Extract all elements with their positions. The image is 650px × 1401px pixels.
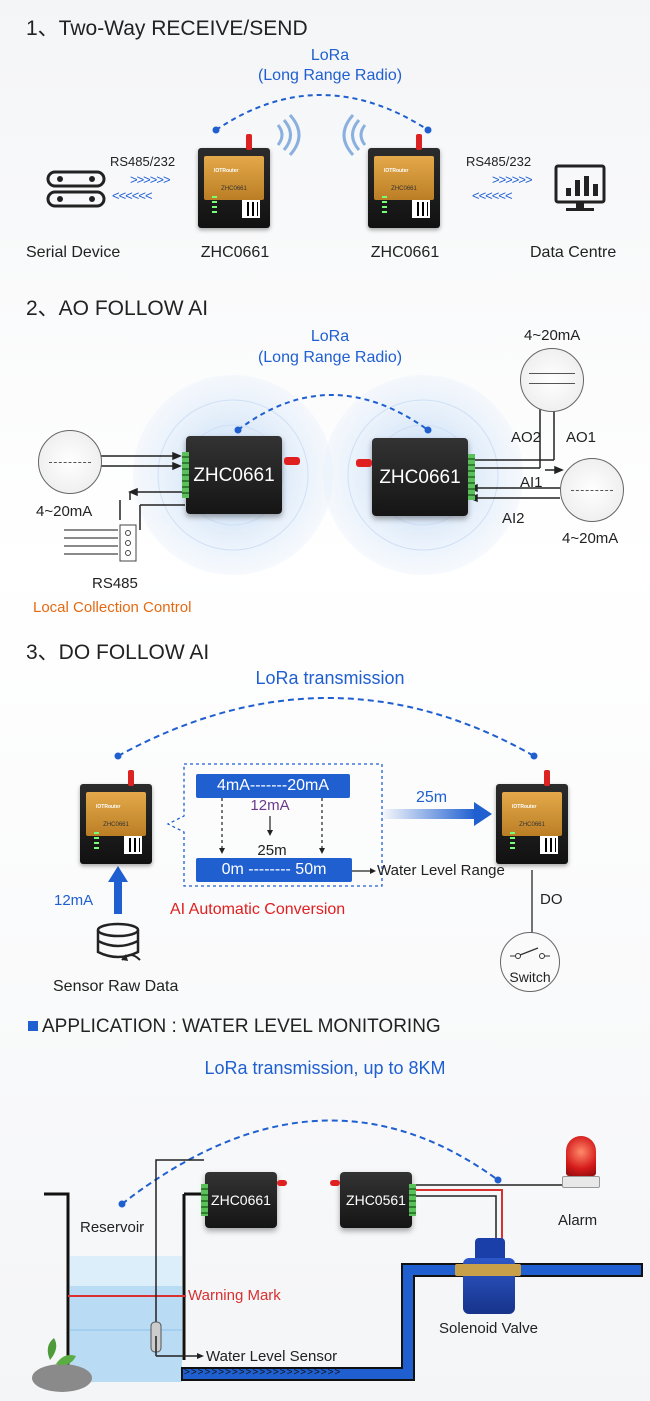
rs485-label: RS485 bbox=[92, 575, 138, 592]
section1-right-protocol: RS485/232 bbox=[466, 154, 532, 169]
terminal-left bbox=[182, 452, 189, 498]
zhc0661-box-app: ZHC0661 bbox=[205, 1172, 277, 1228]
do-label: DO bbox=[540, 891, 563, 908]
terminal-app-right bbox=[409, 1184, 416, 1216]
lora-arc-3 bbox=[117, 697, 535, 757]
section1-left-protocol: RS485/232 bbox=[110, 154, 176, 169]
device-right-label-2: ZHC0661 bbox=[379, 467, 461, 488]
ai2-label: AI2 bbox=[502, 510, 525, 527]
data-centre-icon bbox=[554, 164, 606, 211]
conversion-label: AI Automatic Conversion bbox=[170, 901, 346, 918]
rs485-connector-icon bbox=[119, 524, 137, 562]
application-title: APPLICATION : WATER LEVEL MONITORING bbox=[42, 1016, 441, 1037]
arrows-right-left: >>>>>> bbox=[130, 172, 171, 187]
section1-lora-line2: (Long Range Radio) bbox=[257, 67, 403, 84]
section1-graphics bbox=[46, 94, 606, 211]
arrows-left-left: <<<<<< bbox=[112, 188, 153, 203]
conversion-box bbox=[166, 763, 383, 887]
ai1-label: AI1 bbox=[520, 474, 543, 491]
rock-icon bbox=[32, 1364, 92, 1392]
range-bottom-box: 0m -------- 50m bbox=[196, 858, 352, 882]
arrows-left-right: <<<<<< bbox=[472, 188, 513, 203]
ao2-label: AO2 bbox=[511, 429, 542, 446]
device-left-label-1: ZHC0661 bbox=[200, 244, 270, 261]
local-control-label: Local Collection Control bbox=[33, 599, 192, 616]
serial-device-icon bbox=[46, 170, 106, 208]
transfer-arrow bbox=[380, 809, 476, 819]
device-right-label-1: ZHC0661 bbox=[370, 244, 440, 261]
lora-arc-1 bbox=[215, 94, 429, 131]
zhc0661-box-left: ZHC0661 bbox=[186, 436, 282, 514]
antenna-app-right bbox=[330, 1180, 340, 1186]
serial-device-label: Serial Device bbox=[26, 244, 121, 261]
ma-right-label: 4~20mA bbox=[562, 530, 619, 547]
data-centre-label: Data Centre bbox=[530, 244, 617, 261]
antenna-app-left bbox=[277, 1180, 287, 1186]
solenoid-valve-icon bbox=[455, 1238, 521, 1314]
application-bullet-icon bbox=[28, 1021, 38, 1031]
ma-top-label: 4~20mA bbox=[524, 327, 581, 344]
terminal-right bbox=[468, 454, 475, 500]
antenna-left bbox=[284, 457, 300, 465]
ao1-label: AO1 bbox=[566, 429, 597, 446]
sensor-raw-label: Sensor Raw Data bbox=[53, 978, 179, 995]
solenoid-label: Solenoid Valve bbox=[439, 1320, 538, 1337]
warning-label: Warning Mark bbox=[188, 1287, 281, 1304]
reservoir-label: Reservoir bbox=[80, 1219, 145, 1236]
zhc0561-box-app: ZHC0561 bbox=[340, 1172, 412, 1228]
alarm-label: Alarm bbox=[558, 1212, 598, 1229]
app-device-right-label: ZHC0561 bbox=[346, 1192, 406, 1208]
arrow-value-label: 25m bbox=[416, 789, 448, 806]
sensor-data-icon bbox=[96, 922, 140, 959]
water-range-label: Water Level Range bbox=[377, 862, 505, 879]
app-device-left-label: ZHC0661 bbox=[211, 1192, 271, 1208]
section3-graphics bbox=[96, 697, 538, 961]
mid-value-label: 12mA bbox=[250, 797, 290, 814]
range-top-box: 4mA-------20mA bbox=[196, 774, 350, 798]
switch-icon: Switch bbox=[500, 932, 560, 992]
switch-label: Switch bbox=[509, 969, 551, 985]
zhc0661-box-right: ZHC0661 bbox=[372, 438, 468, 516]
section1-lora-line1: LoRa bbox=[310, 47, 350, 64]
gauge-top-right-icon bbox=[520, 348, 584, 412]
terminal-app-left bbox=[201, 1184, 208, 1216]
gauge-left-icon bbox=[38, 430, 102, 494]
water-sensor-label: Water Level Sensor bbox=[206, 1348, 338, 1365]
pipe-arrows: >>>>>>>>>>>>>>>>>>>>>>> bbox=[184, 1367, 342, 1378]
wifi-icon-left bbox=[342, 113, 367, 157]
wifi-icon-right bbox=[276, 113, 301, 157]
section2-lora-line1: LoRa bbox=[310, 328, 350, 345]
input-arrow bbox=[108, 866, 128, 882]
bottom-value-label: 25m bbox=[257, 842, 287, 859]
section3-title: 3、DO FOLLOW AI bbox=[26, 641, 210, 664]
lora-arc-4 bbox=[121, 1119, 499, 1205]
arrows-right-right: >>>>>> bbox=[492, 172, 533, 187]
lora-arc-2 bbox=[237, 394, 429, 431]
input-value-label: 12mA bbox=[54, 892, 94, 909]
application-graphics bbox=[32, 1119, 643, 1392]
application-lora: LoRa transmission, up to 8KM bbox=[204, 1058, 446, 1078]
gauge-bottom-right-icon bbox=[560, 458, 624, 522]
section2-title: 2、AO FOLLOW AI bbox=[26, 297, 209, 320]
ma-left-label: 4~20mA bbox=[36, 503, 93, 520]
alarm-icon bbox=[562, 1136, 600, 1196]
section3-lora: LoRa transmission bbox=[255, 668, 405, 688]
antenna-right bbox=[356, 459, 372, 467]
section2-lora-line2: (Long Range Radio) bbox=[257, 349, 403, 366]
device-left-label-2: ZHC0661 bbox=[193, 465, 275, 486]
section1-title: 1、Two-Way RECEIVE/SEND bbox=[26, 17, 308, 40]
